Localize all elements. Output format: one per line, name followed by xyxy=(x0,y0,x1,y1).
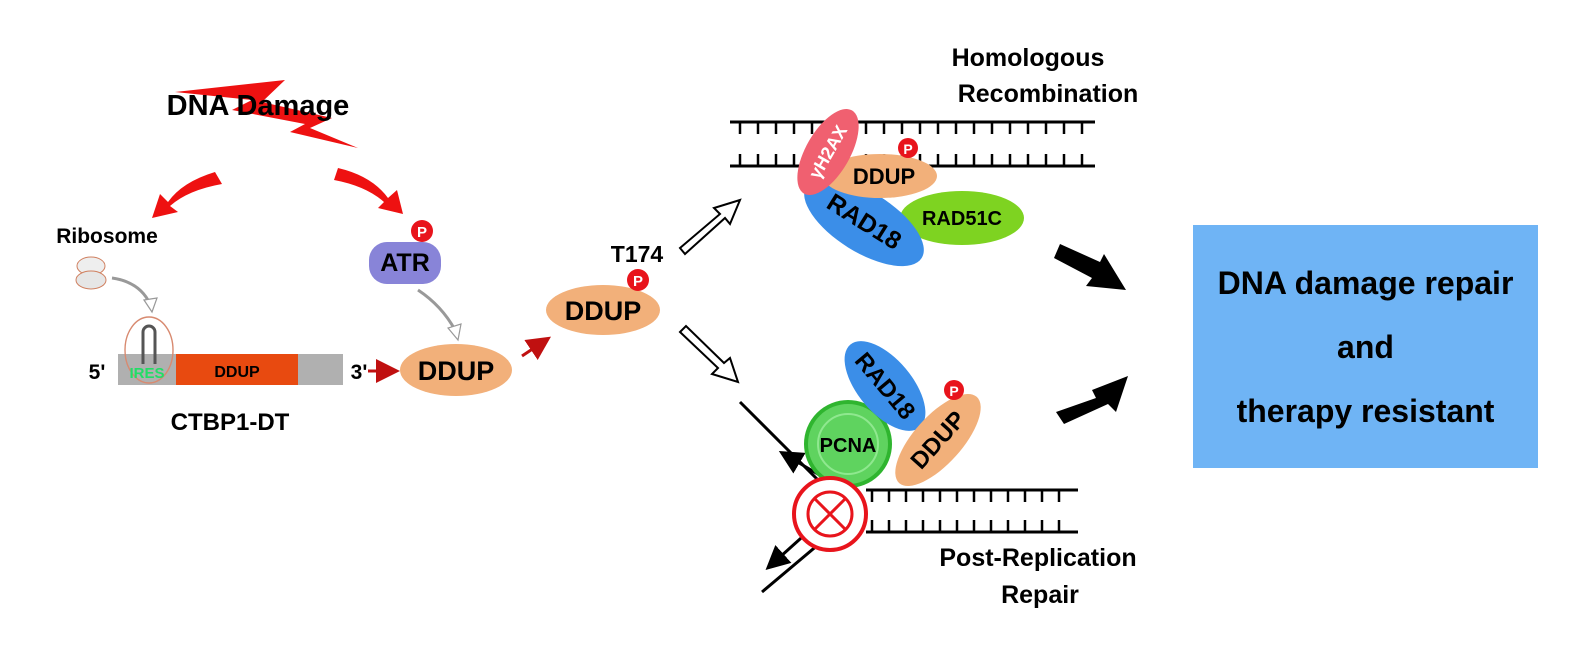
dna-damage-label: DNA Damage xyxy=(167,90,350,122)
black-arrow-hr-to-result xyxy=(1054,244,1126,290)
prr-phospho-icon xyxy=(944,380,964,400)
prr-rad18-protein xyxy=(844,341,926,431)
black-arrow-prr-to-result xyxy=(1056,376,1128,424)
arrowhead-icon xyxy=(446,323,462,342)
curved-arrow-to-atr xyxy=(334,168,403,214)
t174-label: T174 xyxy=(611,241,664,267)
result-line-2: and xyxy=(1337,328,1394,365)
hr-phospho-label: P xyxy=(903,141,912,157)
arrowhead-icon xyxy=(142,297,158,314)
hollow-arrow-to-prr xyxy=(678,324,740,384)
hr-rad18-protein xyxy=(804,177,924,267)
prr-ddup-protein xyxy=(895,394,981,486)
gene-ddup-label: DDUP xyxy=(214,364,260,381)
phosphorylation-arrow xyxy=(521,336,551,360)
hollow-arrow-to-hr xyxy=(678,198,742,256)
ddup-protein xyxy=(400,344,512,396)
ctbp1-dt-label: CTBP1-DT xyxy=(171,409,290,436)
transcript-right-segment xyxy=(298,354,343,385)
atr-phospho-icon xyxy=(411,220,433,242)
rad51c-protein xyxy=(900,191,1024,245)
atr-protein xyxy=(369,242,441,284)
hr-ddup-label: DDUP xyxy=(853,164,915,189)
ddup-label: DDUP xyxy=(418,356,495,386)
ddup-phospho-label: DDUP xyxy=(565,296,642,326)
ires-hairpin-icon xyxy=(124,316,174,384)
pcna-label: PCNA xyxy=(820,435,877,457)
t174-phospho-label: P xyxy=(633,273,643,290)
ribosome-icon xyxy=(75,256,107,290)
ires-label: IRES xyxy=(129,365,164,382)
rad51c-label: RAD51C xyxy=(922,208,1002,230)
hr-phospho-icon xyxy=(898,138,918,158)
gene-ddup-segment xyxy=(176,354,298,385)
result-line-1: DNA damage repair xyxy=(1217,264,1514,301)
prr-title-line2: Repair xyxy=(1001,581,1079,609)
atr-phospho-label: P xyxy=(417,224,427,241)
hollow-arrow-atr-to-ddup xyxy=(417,288,457,331)
five-prime-label: 5' xyxy=(89,361,106,384)
t174-phospho-icon xyxy=(627,269,649,291)
result-line-3: therapy resistant xyxy=(1236,392,1495,429)
ddup-phospho-protein xyxy=(546,285,660,335)
prr-title-line1: Post-Replication xyxy=(939,544,1136,572)
result-box: DNA damage repair and therapy resistant xyxy=(1193,225,1538,468)
lesion-blocked-icon xyxy=(792,476,868,552)
curved-arrow-to-ribosome xyxy=(152,172,222,218)
prr-phospho-label: P xyxy=(949,383,958,399)
three-prime-label: 3' xyxy=(351,361,368,384)
transcript-left-segment xyxy=(118,354,176,385)
lightning-bolt-icon xyxy=(175,80,358,148)
atr-label: ATR xyxy=(380,249,430,277)
gamma-h2ax-protein xyxy=(797,109,859,195)
hr-ddup-protein xyxy=(823,154,937,198)
hr-title-line1: Homologous xyxy=(952,44,1105,72)
pcna-inner-ring xyxy=(817,413,879,475)
ribosome-label: Ribosome xyxy=(56,225,158,248)
hr-title-line2: Recombination xyxy=(958,80,1139,108)
